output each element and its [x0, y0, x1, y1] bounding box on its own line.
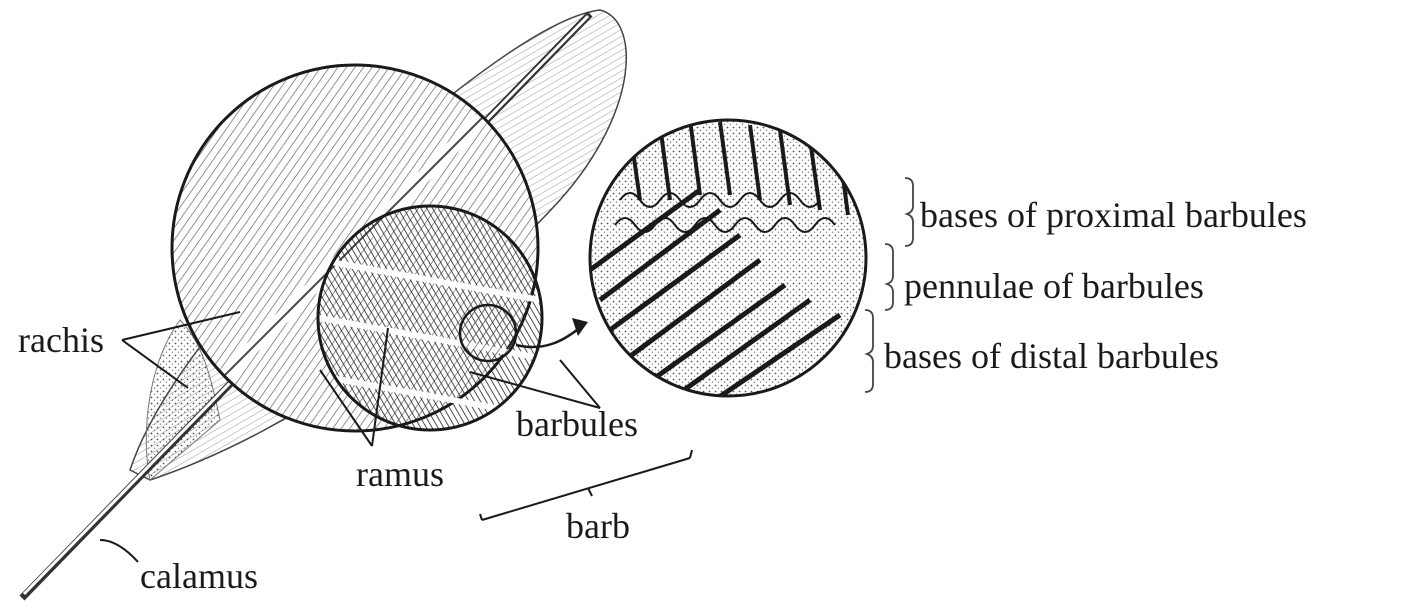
calamus-label: calamus	[140, 558, 258, 594]
barb-label: barb	[566, 508, 630, 544]
ramus-label: ramus	[356, 456, 444, 492]
bases-proximal-barbules-label: bases of proximal barbules	[920, 197, 1307, 233]
bases-distal-barbules-label: bases of distal barbules	[884, 338, 1219, 374]
proximal-brace	[905, 178, 913, 246]
rachis-label: rachis	[18, 322, 104, 358]
barbules-label: barbules	[516, 406, 638, 442]
detail-source-circle	[460, 305, 516, 361]
barbule-detail-circle	[585, 115, 875, 410]
distal-brace	[865, 310, 873, 392]
pennulae-brace	[885, 244, 893, 310]
pennulae-label: pennulae of barbules	[904, 268, 1204, 304]
